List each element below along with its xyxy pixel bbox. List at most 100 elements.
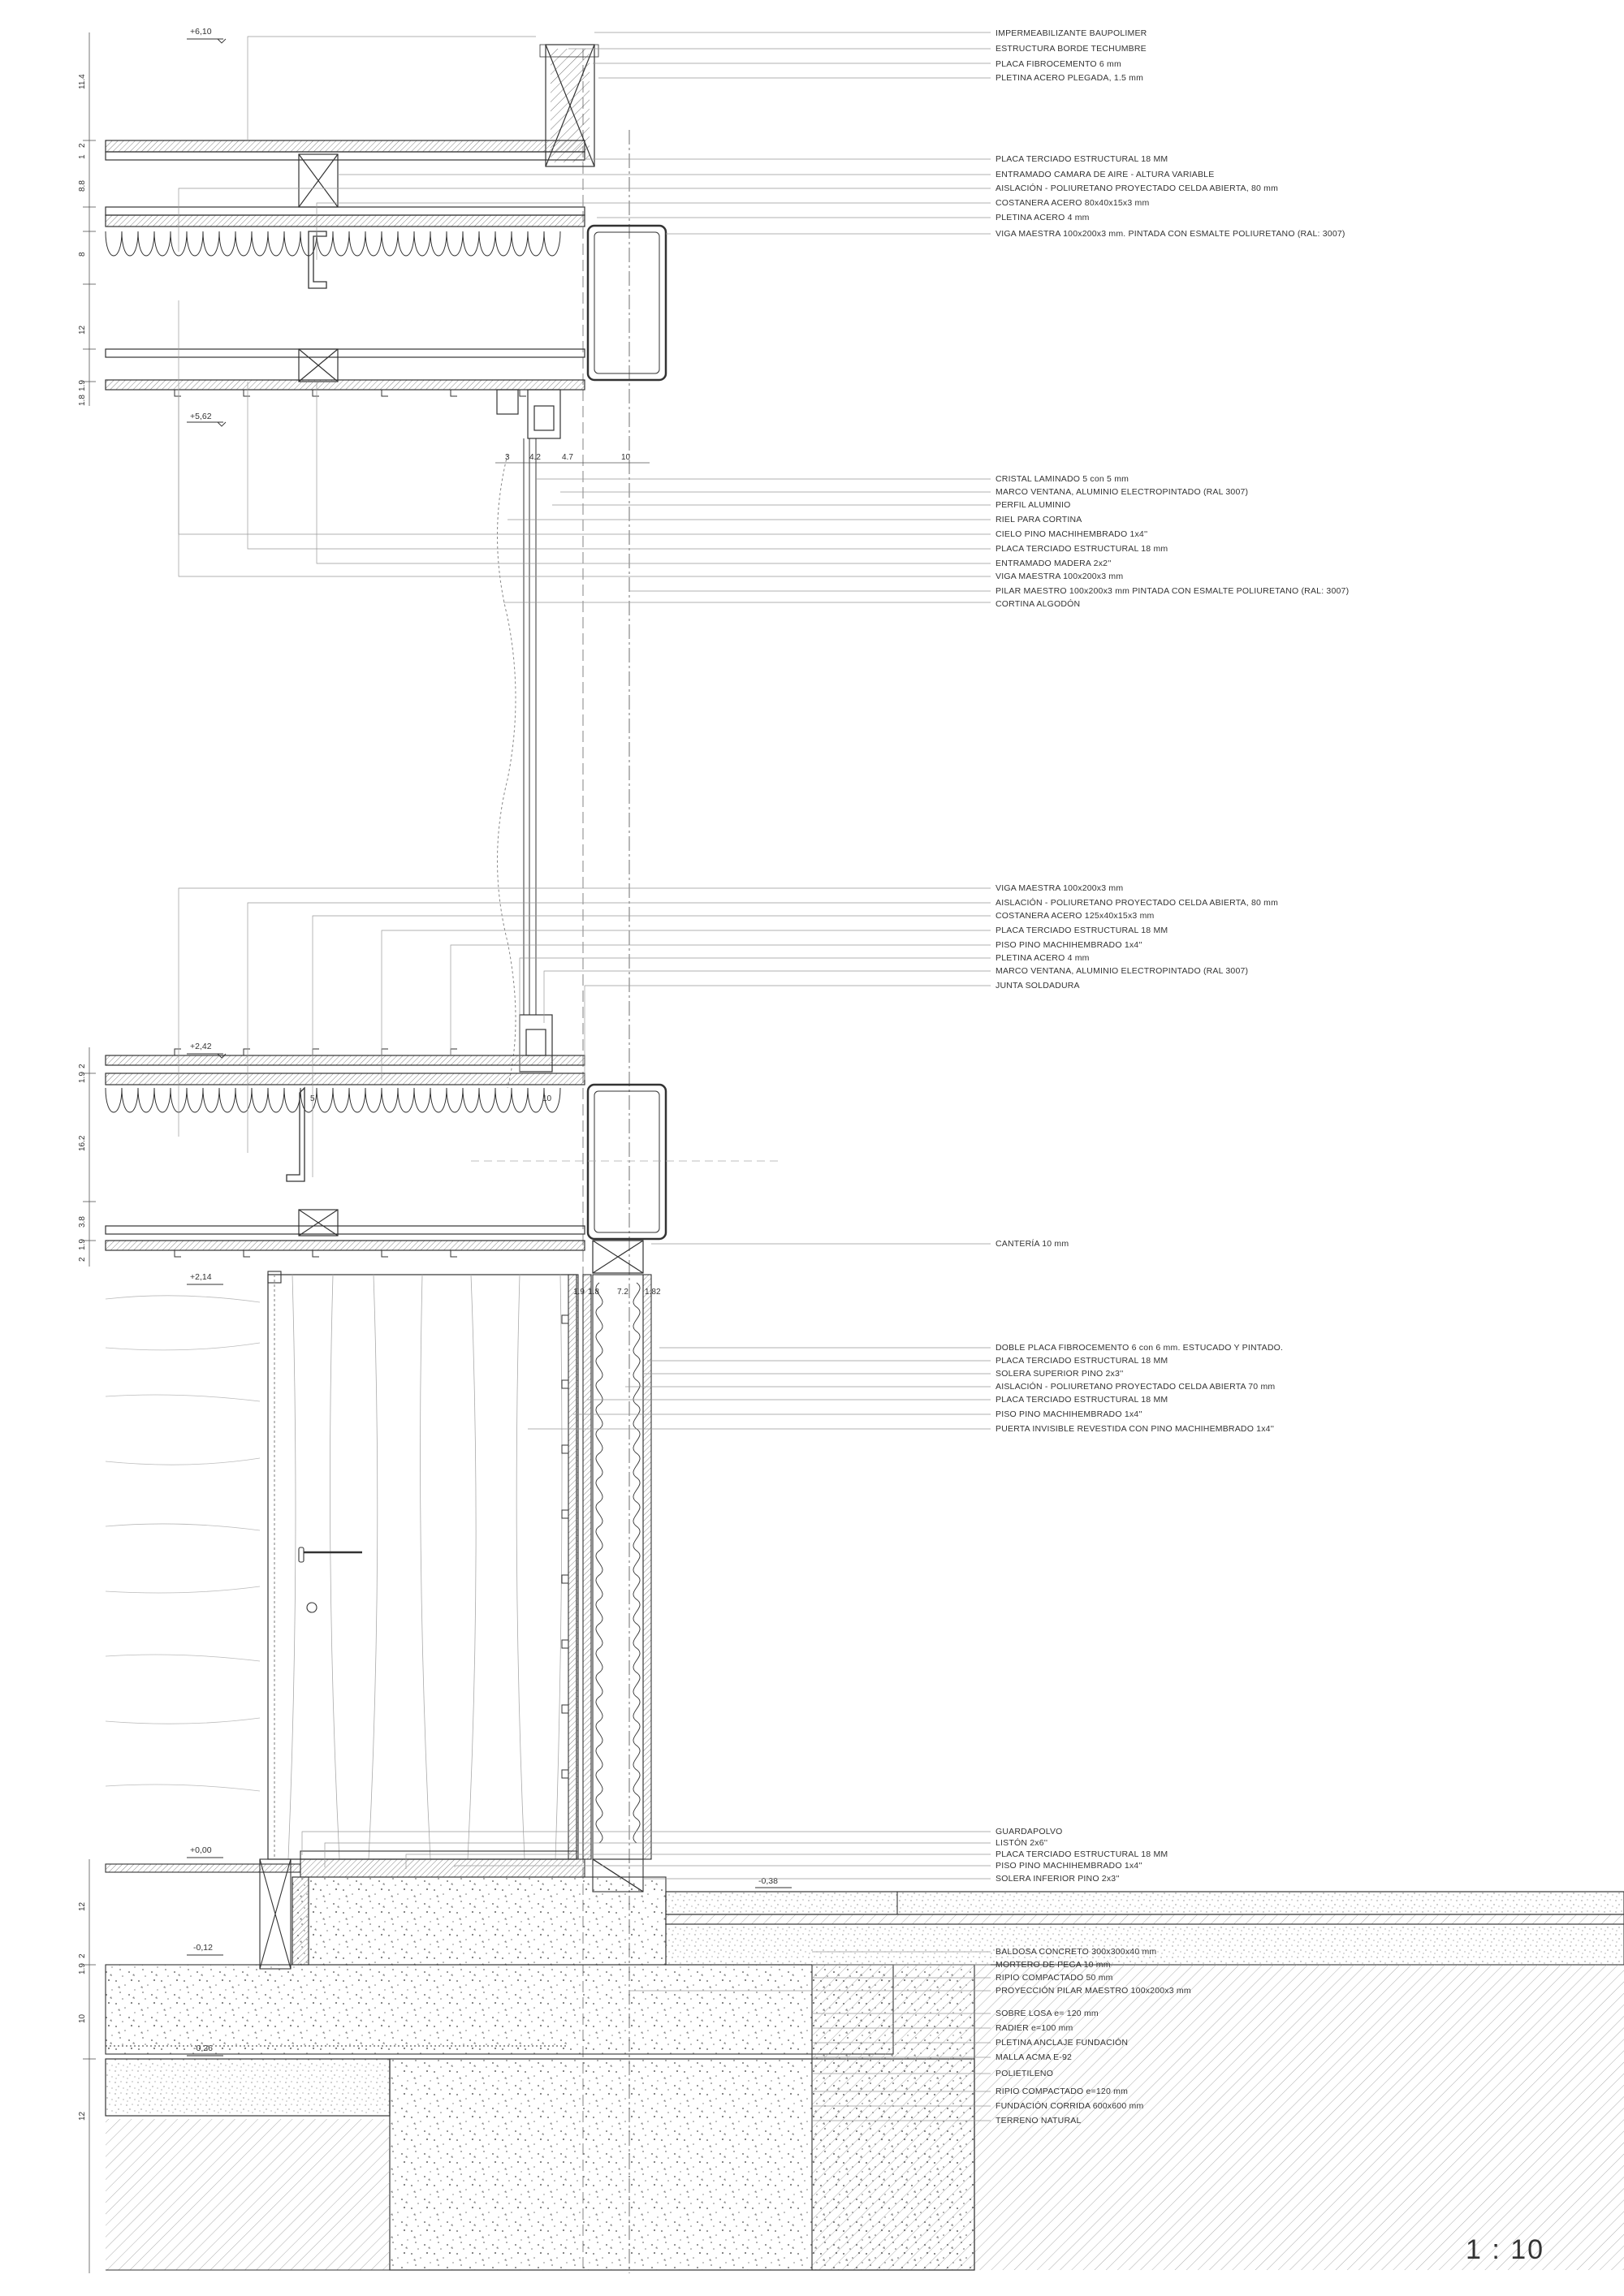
annotation-label: PROYECCIÓN PILAR MAESTRO 100x200x3 mm [996,1985,1191,1996]
dimension-label: 11.4 [78,74,87,89]
level-label: -0,38 [758,1876,778,1886]
annotation-label: ENTRAMADO MADERA 2x2'' [996,559,1112,568]
dimension-label: 1.9 [573,1288,585,1297]
dimension-label: 1.9 [78,1072,87,1083]
wall-door-section [105,1271,652,1860]
dimension-label: 2 [78,1953,87,1958]
dimension-label: 8.8 [78,180,87,192]
annotation-label: TERRENO NATURAL [996,2116,1081,2126]
annotation-label: PILAR MAESTRO 100x200x3 mm PINTADA CON E… [996,586,1349,596]
dimension-label: 3 [505,453,510,462]
annotation-label: PLACA TERCIADO ESTRUCTURAL 18 MM [996,1356,1168,1366]
dimension-label: 10 [78,2013,87,2023]
level-label: -0,12 [193,1943,213,1953]
annotation-label: CRISTAL LAMINADO 5 con 5 mm [996,474,1129,484]
level-label: +2,14 [190,1272,212,1282]
annotation-label: JUNTA SOLDADURA [996,981,1080,990]
dimension-label: 4.2 [529,453,541,462]
annotation-label: PLETINA ACERO 4 mm [996,213,1090,222]
annotation-label: SOLERA INFERIOR PINO 2x3'' [996,1874,1120,1884]
annotation-label: COSTANERA ACERO 125x40x15x3 mm [996,911,1155,921]
level-label: +6,10 [190,27,212,37]
dimension-label: 8 [78,252,87,257]
annotation-label: PLETINA ANCLAJE FUNDACIÓN [996,2037,1128,2048]
level-label: -0,26 [193,2044,213,2053]
annotation-label: AISLACIÓN - POLIURETANO PROYECTADO CELDA… [996,1381,1275,1392]
dimension-label: 1 [78,154,87,159]
annotation-label: RADIER e=100 mm [996,2023,1073,2033]
annotation-label: MALLA ACMA E-92 [996,2052,1072,2062]
annotation-label: FUNDACIÓN CORRIDA 600x600 mm [996,2100,1143,2111]
annotation-label: RIPIO COMPACTADO e=120 mm [996,2087,1128,2096]
annotation-label: IMPERMEABILIZANTE BAUPOLIMER [996,28,1147,38]
annotation-label: PLACA TERCIADO ESTRUCTURAL 18 MM [996,1849,1168,1859]
dimension-label: 3.8 [78,1216,87,1228]
annotation-label: CIELO PINO MACHIHEMBRADO 1x4'' [996,529,1147,539]
annotation-label: COSTANERA ACERO 80x40x15x3 mm [996,198,1149,208]
left-dimension-chains [83,32,96,2273]
dimension-label: 10 [542,1094,552,1103]
dimension-label: 1.9 [78,1239,87,1250]
annotation-label: AISLACIÓN - POLIURETANO PROYECTADO CELDA… [996,183,1278,193]
annotation-label: VIGA MAESTRA 100x200x3 mm [996,883,1123,893]
dimension-label: 2 [78,1064,87,1068]
annotation-label: PERFIL ALUMINIO [996,500,1070,510]
dimension-label: 2 [656,1288,661,1297]
annotation-label: PLACA TERCIADO ESTRUCTURAL 18 mm [996,544,1168,554]
dimension-label: 2 [78,1257,87,1262]
annotation-labels: IMPERMEABILIZANTE BAUPOLIMER ESTRUCTURA … [996,28,1349,2126]
annotation-label: PUERTA INVISIBLE REVESTIDA CON PINO MACH… [996,1424,1274,1434]
annotation-label: SOLERA SUPERIOR PINO 2x3'' [996,1369,1123,1379]
annotation-label: DOBLE PLACA FIBROCEMENTO 6 con 6 mm. EST… [996,1343,1283,1353]
left-dimension-labels: 11.4 2 1 8.8 8 12 1.9 1.8 2 1.9 16.2 3.8… [78,74,87,2121]
annotation-label: PLACA FIBROCEMENTO 6 mm [996,59,1121,69]
annotation-label: CANTERÍA 10 mm [996,1238,1069,1249]
annotation-label: VIGA MAESTRA 100x200x3 mm. PINTADA CON E… [996,229,1345,239]
annotation-label: PLETINA ACERO 4 mm [996,953,1090,963]
dimension-label: 10 [621,453,631,462]
foundation-section [105,1850,1624,2271]
annotation-label: PLETINA ACERO PLEGADA, 1.5 mm [996,73,1143,83]
annotation-label: VIGA MAESTRA 100x200x3 mm [996,572,1123,581]
annotation-label: GUARDAPOLVO [996,1827,1063,1836]
dimension-label: 4.7 [562,453,573,462]
annotation-label: SOBRE LOSA e= 120 mm [996,2009,1099,2018]
leader-lines [178,32,991,2121]
annotation-label: PLACA TERCIADO ESTRUCTURAL 18 MM [996,1395,1168,1405]
dimension-label: 12 [78,325,87,334]
annotation-label: LISTÓN 2x6'' [996,1837,1047,1848]
floor-section [105,1014,780,1274]
dimension-label: 7.2 [617,1288,628,1297]
annotation-label: POLIETILENO [996,2069,1053,2078]
level-label: +0,00 [190,1845,212,1855]
annotation-label: MORTERO DE PEGA 10 mm [996,1960,1111,1970]
annotation-label: AISLACIÓN - POLIURETANO PROYECTADO CELDA… [996,897,1278,908]
dimension-label: 12 [78,1901,87,1911]
roof-section [105,44,667,439]
annotation-label: MARCO VENTANA, ALUMINIO ELECTROPINTADO (… [996,487,1248,497]
annotation-label: PLACA TERCIADO ESTRUCTURAL 18 MM [996,154,1168,164]
dimension-label: 1.9 [78,1963,87,1974]
dimension-label: 1.8 [645,1288,656,1297]
annotation-label: RIPIO COMPACTADO 50 mm [996,1973,1113,1983]
annotation-label: PISO PINO MACHIHEMBRADO 1x4'' [996,1861,1142,1871]
annotation-label: PISO PINO MACHIHEMBRADO 1x4'' [996,1409,1142,1419]
dimension-label: 1.8 [78,395,87,406]
annotation-label: PISO PINO MACHIHEMBRADO 1x4'' [996,940,1142,950]
level-markers [187,38,792,2056]
annotation-label: PLACA TERCIADO ESTRUCTURAL 18 MM [996,926,1168,935]
annotation-label: ENTRAMADO CAMARA DE AIRE - ALTURA VARIAB… [996,170,1214,179]
annotation-label: CORTINA ALGODÓN [996,598,1080,609]
dimension-label: 2 [78,143,87,148]
level-label: +2,42 [190,1042,212,1051]
annotation-label: RIEL PARA CORTINA [996,515,1082,524]
annotation-label: MARCO VENTANA, ALUMINIO ELECTROPINTADO (… [996,966,1248,976]
dimension-label: 1.8 [588,1288,599,1297]
scale-label: 1 : 10 [1466,2234,1544,2265]
level-label: +5,62 [190,412,212,421]
annotation-label: ESTRUCTURA BORDE TECHUMBRE [996,44,1147,54]
dimension-label: 1.9 [78,380,87,391]
level-labels: +6,10 +5,62 +2,42 +2,14 +0,00 -0,12 -0,2… [190,27,778,2053]
annotation-label: BALDOSA CONCRETO 300x300x40 mm [996,1947,1156,1957]
